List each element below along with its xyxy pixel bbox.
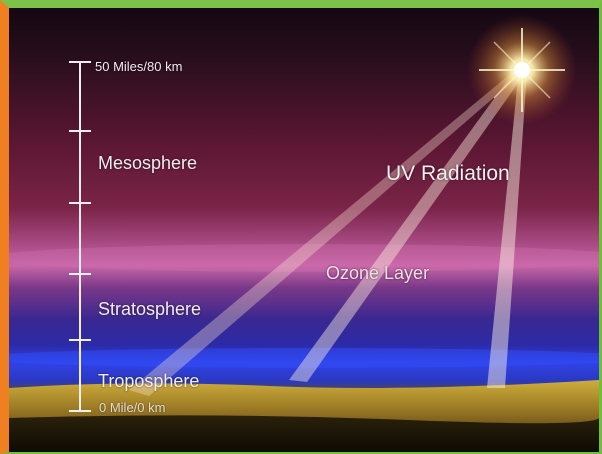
ground-shadow xyxy=(9,415,599,452)
altitude-scale xyxy=(69,61,91,412)
stratosphere-label: Stratosphere xyxy=(98,299,202,319)
uv-radiation-label: UV Radiation xyxy=(386,162,510,185)
altitude-bottom-label: 0 Mile/0 km xyxy=(99,400,166,415)
ozone-band xyxy=(9,244,599,272)
atmosphere-diagram: 50 Miles/80 km Mesosphere Stratosphere T… xyxy=(9,8,599,452)
altitude-top-label: 50 Miles/80 km xyxy=(95,59,183,74)
ozone-layer-label: Ozone Layer xyxy=(326,263,430,283)
atmosphere-illustration xyxy=(9,8,599,452)
mesosphere-label: Mesosphere xyxy=(98,153,198,173)
sun-icon xyxy=(479,28,565,112)
troposphere-label: Troposphere xyxy=(98,371,200,391)
uv-rays xyxy=(129,68,527,396)
stratosphere-band xyxy=(9,348,599,368)
